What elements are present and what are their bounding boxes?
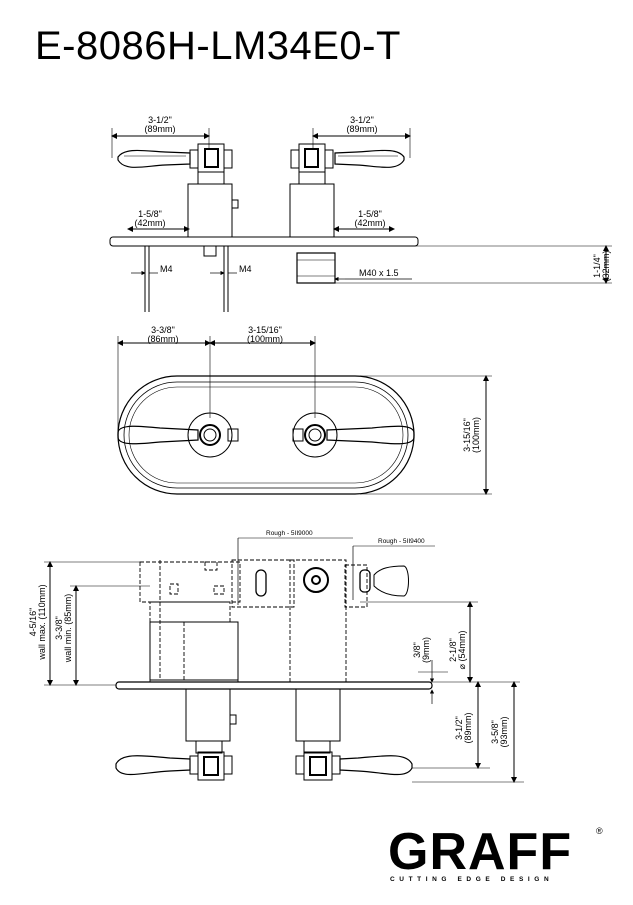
top-right-width-mm: (89mm)	[347, 124, 378, 134]
top-left-width: 3-1/2"	[148, 115, 172, 125]
projection-1-dim: 3-1/2"	[454, 716, 464, 740]
wall-max-label: wall max. (110mm)	[37, 584, 47, 660]
rough-left-label: Rough - 5II9000	[266, 530, 313, 537]
top-left-offset-mm: (42mm)	[135, 218, 166, 228]
top-right-offset: 1-5/8"	[358, 209, 382, 219]
front-center-dim-mm: (100mm)	[247, 334, 283, 344]
front-height-dim: 3-15/16"	[462, 418, 472, 452]
front-height-dim-mm: (100mm)	[471, 417, 481, 453]
thread-m4-right: M4	[239, 264, 252, 274]
page-title: E-8086H-LM34E0-T	[35, 24, 401, 68]
top-view	[109, 128, 612, 312]
diameter-dim: 2-1/8"	[448, 638, 458, 662]
rough-right-label: Rough - 5II9400	[378, 538, 425, 545]
projection-1-dim-mm: (89mm)	[463, 712, 473, 743]
front-center-dim: 3-15/16"	[248, 325, 282, 335]
top-right-offset-mm: (42mm)	[355, 218, 386, 228]
section-view	[44, 537, 524, 783]
depth-small-dim-mm: (9mm)	[421, 637, 431, 663]
logo-tagline: CUTTING EDGE DESIGN	[390, 876, 554, 883]
logo-registered-mark: ®	[596, 826, 603, 836]
front-view	[117, 336, 492, 495]
top-right-width: 3-1/2"	[350, 115, 374, 125]
projection-2-dim-mm: (93mm)	[499, 716, 509, 747]
wall-min-label: wall min. (85mm)	[63, 594, 73, 664]
diameter-dim-mm: ⌀ (54mm)	[457, 631, 467, 670]
wall-min-dim: 3-3/8"	[54, 616, 64, 640]
thread-m4-left: M4	[160, 264, 173, 274]
depth-small-dim: 3/8"	[412, 642, 422, 658]
top-height-mm: (32mm)	[601, 250, 611, 281]
front-left-dim: 3-3/8"	[151, 325, 175, 335]
thread-main: M40 x 1.5	[359, 268, 399, 278]
top-height: 1-1/4"	[592, 254, 602, 278]
logo-wordmark: GRAFF	[388, 823, 573, 881]
projection-2-dim: 3-5/8"	[490, 720, 500, 744]
wall-max-dim: 4-5/16"	[28, 608, 38, 637]
top-left-width-mm: (89mm)	[145, 124, 176, 134]
brand-logo: GRAFF ® CUTTING EDGE DESIGN	[388, 826, 608, 886]
top-left-offset: 1-5/8"	[138, 209, 162, 219]
front-left-dim-mm: (86mm)	[148, 334, 179, 344]
